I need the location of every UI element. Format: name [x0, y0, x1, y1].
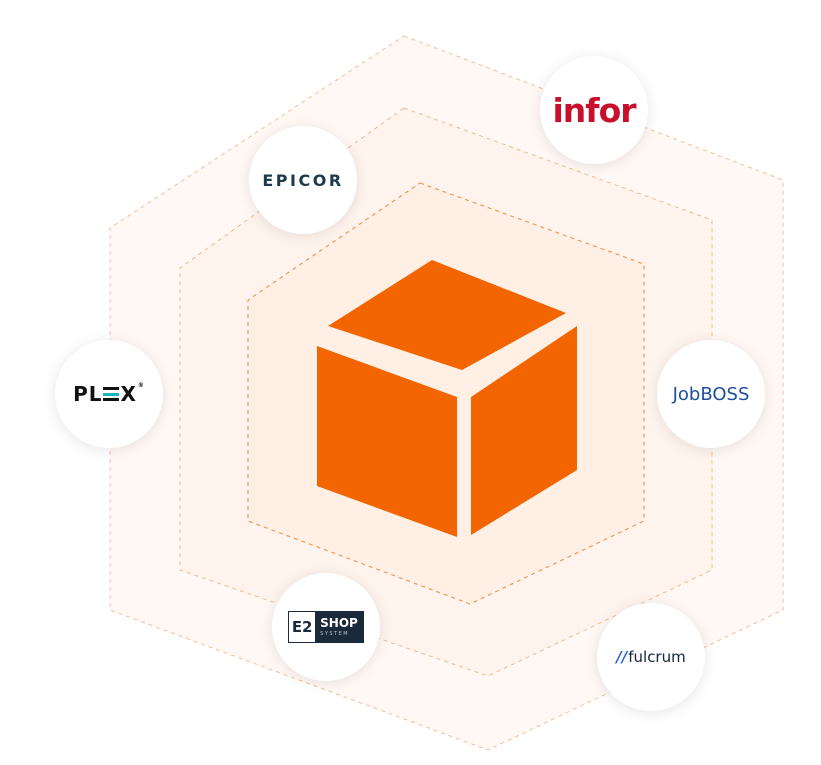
- cube-icon: [317, 260, 577, 537]
- e2-shop-badge: E2 SHOP SYSTEM: [288, 611, 364, 643]
- e2-mark-icon: E2: [289, 612, 316, 642]
- jobboss-logo: JobBOSS: [657, 340, 765, 448]
- cube-right-face: [471, 326, 577, 535]
- e2-shop-system-logo: E2 SHOP SYSTEM: [272, 573, 380, 681]
- jobboss-logo-text: JobBOSS: [672, 383, 750, 405]
- e2-system-label: SYSTEM: [320, 630, 350, 637]
- epicor-logo: EPICOR: [249, 126, 357, 234]
- fulcrum-logo: // fulcrum: [597, 603, 705, 711]
- plex-registered-mark: ®: [137, 382, 145, 389]
- cube-top-face: [328, 260, 566, 370]
- infor-logo: infor: [540, 56, 648, 164]
- infor-logo-text: infor: [552, 90, 636, 130]
- e2-shop-wordmark: SHOP SYSTEM: [315, 612, 363, 642]
- plex-logo-text-left: PL: [73, 382, 103, 406]
- fulcrum-logo-wordmark: // fulcrum: [616, 648, 685, 666]
- plex-logo-wordmark: PL X ®: [73, 382, 145, 406]
- cube-left-face: [317, 346, 457, 537]
- fulcrum-slash-icon: //: [616, 648, 628, 666]
- plex-logo-text-right: X: [120, 382, 137, 406]
- plex-logo: PL X ®: [55, 340, 163, 448]
- fulcrum-logo-text: fulcrum: [628, 648, 686, 666]
- plex-e-bars-icon: [103, 387, 120, 401]
- e2-shop-label: SHOP: [320, 615, 358, 630]
- epicor-logo-text: EPICOR: [262, 170, 344, 190]
